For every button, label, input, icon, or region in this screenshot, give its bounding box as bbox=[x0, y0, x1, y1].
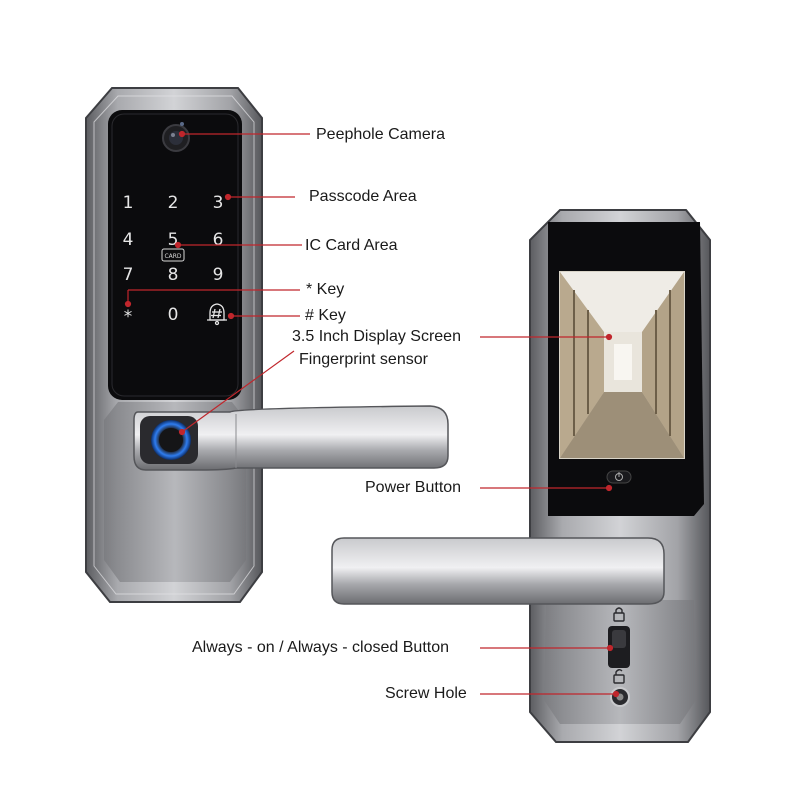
key-6[interactable]: 6 bbox=[213, 230, 224, 250]
lock-icon bbox=[613, 607, 625, 622]
key-3[interactable]: 3 bbox=[213, 193, 224, 213]
display-screen bbox=[559, 271, 685, 459]
callout-passcode-area: Passcode Area bbox=[309, 188, 417, 205]
callout-fingerprint-sensor: Fingerprint sensor bbox=[299, 351, 428, 368]
key-5[interactable]: 5 bbox=[168, 230, 179, 250]
front-lock-unit: CARD 1 2 3 4 5 6 7 8 9 * 0 bbox=[85, 87, 449, 603]
keypad-glass-panel bbox=[108, 110, 242, 400]
leader-lines bbox=[124, 130, 620, 698]
callout-star-key: * Key bbox=[306, 281, 345, 298]
callout-ic-card-area: IC Card Area bbox=[305, 237, 398, 254]
bell-icon[interactable] bbox=[207, 303, 227, 326]
key-8[interactable]: 8 bbox=[168, 265, 179, 285]
callout-always-button: Always - on / Always - closed Button bbox=[192, 639, 449, 656]
key-1[interactable]: 1 bbox=[123, 193, 134, 213]
callout-display-screen: 3.5 Inch Display Screen bbox=[292, 328, 461, 345]
callout-hash-key: # Key bbox=[305, 307, 346, 324]
back-lever-handle bbox=[331, 537, 665, 605]
ic-card-icon bbox=[161, 248, 185, 262]
callout-screw-hole: Screw Hole bbox=[385, 685, 467, 702]
callout-power-button: Power Button bbox=[365, 479, 462, 496]
back-lock-unit bbox=[331, 209, 711, 743]
front-lever-handle bbox=[133, 405, 449, 471]
unlock-icon bbox=[613, 669, 625, 684]
key-0[interactable]: 0 bbox=[168, 305, 179, 325]
key-7[interactable]: 7 bbox=[123, 265, 134, 285]
key-2[interactable]: 2 bbox=[168, 193, 179, 213]
callout-peephole-camera: Peephole Camera bbox=[316, 126, 445, 143]
key-4[interactable]: 4 bbox=[123, 230, 134, 250]
power-icon[interactable] bbox=[606, 470, 632, 484]
card-badge-label: CARD bbox=[164, 253, 181, 260]
key-star[interactable]: * bbox=[124, 307, 133, 327]
key-9[interactable]: 9 bbox=[213, 265, 224, 285]
